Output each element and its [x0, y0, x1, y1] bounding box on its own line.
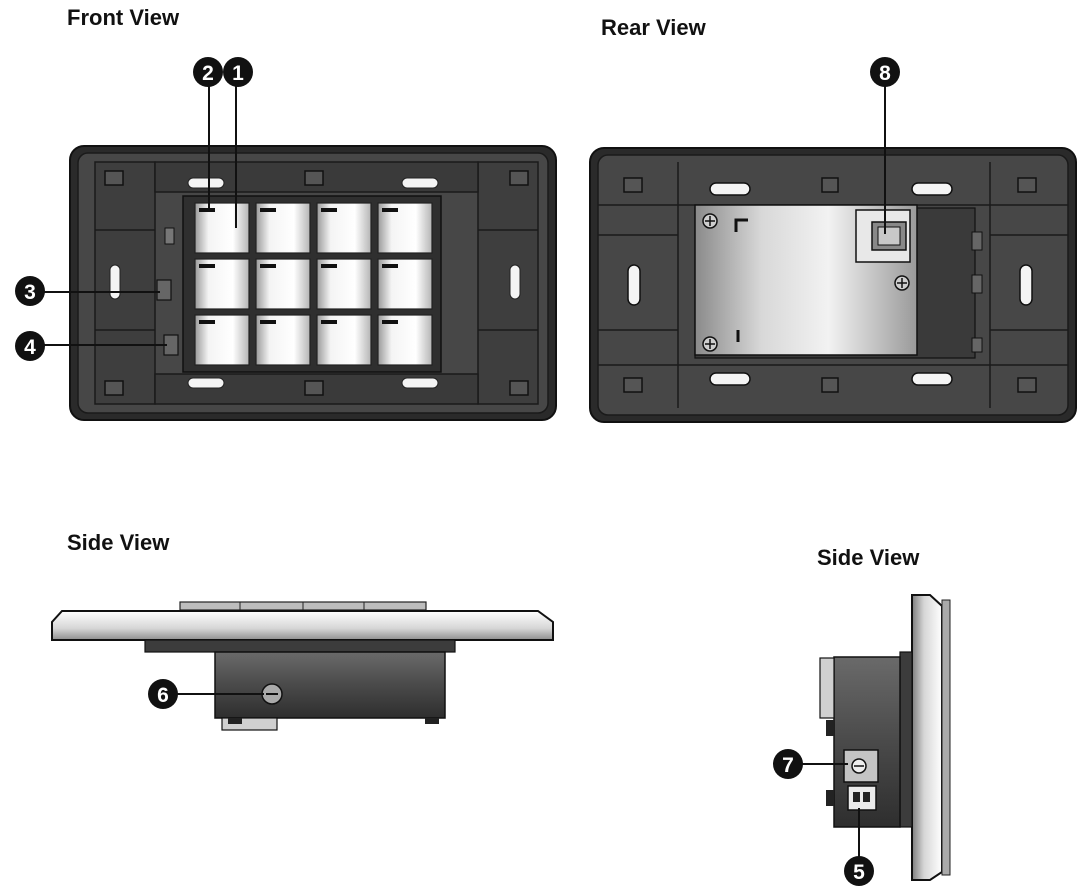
svg-text:4: 4 [24, 336, 36, 359]
callout-badge-5: 5 [844, 856, 874, 886]
side-view-left-title: Side View [67, 530, 170, 555]
svg-text:5: 5 [853, 861, 865, 884]
key-button [316, 258, 372, 310]
callout-badge-2: 2 [193, 57, 223, 87]
rear-view-device [589, 147, 1077, 423]
front-view-device [69, 145, 557, 421]
key-button [255, 258, 311, 310]
side-view-right-title: Side View [817, 545, 920, 570]
key-button [194, 314, 250, 366]
key-button [194, 258, 250, 310]
svg-text:3: 3 [24, 281, 36, 304]
side-view-left-device [51, 601, 554, 731]
front-view-title: Front View [67, 5, 180, 30]
svg-text:2: 2 [202, 62, 214, 85]
key-button [194, 202, 250, 254]
callout-badge-3: 3 [15, 276, 45, 306]
svg-text:1: 1 [232, 62, 244, 85]
key-button [316, 202, 372, 254]
key-button [316, 314, 372, 366]
key-button [377, 314, 433, 366]
callout-badge-4: 4 [15, 331, 45, 361]
svg-text:8: 8 [879, 62, 891, 85]
leader-lines [42, 86, 886, 858]
svg-text:7: 7 [782, 754, 794, 777]
svg-text:6: 6 [157, 684, 169, 707]
callout-badge-1: 1 [223, 57, 253, 87]
key-button [255, 202, 311, 254]
key-button [377, 258, 433, 310]
callout-badge-8: 8 [870, 57, 900, 87]
key-button [255, 314, 311, 366]
callout-badge-7: 7 [773, 749, 803, 779]
keypad-grid [194, 202, 433, 366]
key-button [377, 202, 433, 254]
rear-view-title: Rear View [601, 15, 706, 40]
callout-badge-6: 6 [148, 679, 178, 709]
side-view-right-device [819, 594, 951, 881]
